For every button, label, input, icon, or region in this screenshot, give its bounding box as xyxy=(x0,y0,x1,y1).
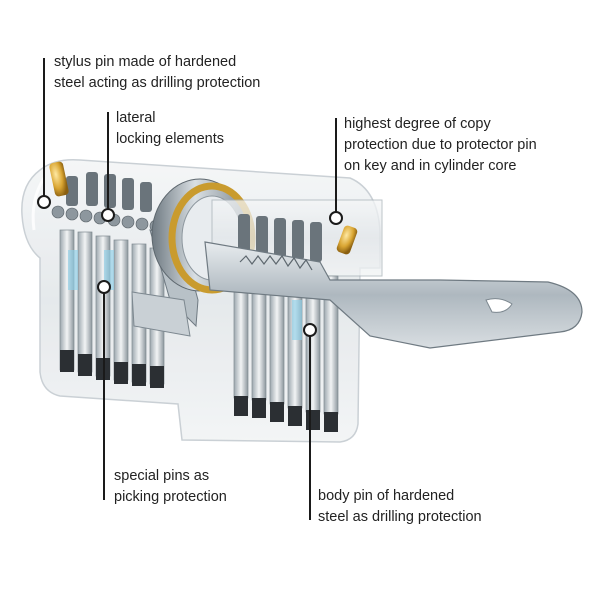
label-stylus-pin: stylus pin made of hardened steel acting… xyxy=(54,52,260,94)
protector-pin-brass xyxy=(336,225,358,255)
marker-body-pin xyxy=(303,323,317,337)
marker-special-pins xyxy=(97,280,111,294)
label-line: highest degree of copy xyxy=(344,116,491,132)
key xyxy=(204,241,583,349)
label-line: stylus pin made of hardened xyxy=(54,54,237,70)
label-line: lateral xyxy=(116,110,156,126)
leader-markers xyxy=(37,195,343,337)
label-line: protection due to protector pin xyxy=(344,137,537,153)
label-line: picking protection xyxy=(114,489,227,505)
label-line: special pins as xyxy=(114,468,210,484)
label-body-pin: body pin of hardened steel as drilling p… xyxy=(318,486,482,528)
label-copy-protection: highest degree of copy protection due to… xyxy=(344,114,537,177)
stylus-pin-brass xyxy=(49,161,69,197)
label-line: steel as drilling protection xyxy=(318,509,482,525)
marker-lateral-locking xyxy=(101,208,115,222)
leader-lines xyxy=(43,58,337,520)
marker-copy-protection xyxy=(329,211,343,225)
label-line: on key and in cylinder core xyxy=(344,158,517,174)
label-line: body pin of hardened xyxy=(318,488,455,504)
label-line: locking elements xyxy=(116,131,224,147)
label-line: steel acting as drilling protection xyxy=(54,75,261,91)
label-lateral-locking: lateral locking elements xyxy=(116,108,224,150)
label-special-pins: special pins as picking protection xyxy=(114,466,227,508)
right-pin-stacks xyxy=(233,214,339,432)
marker-stylus-pin xyxy=(37,195,51,209)
